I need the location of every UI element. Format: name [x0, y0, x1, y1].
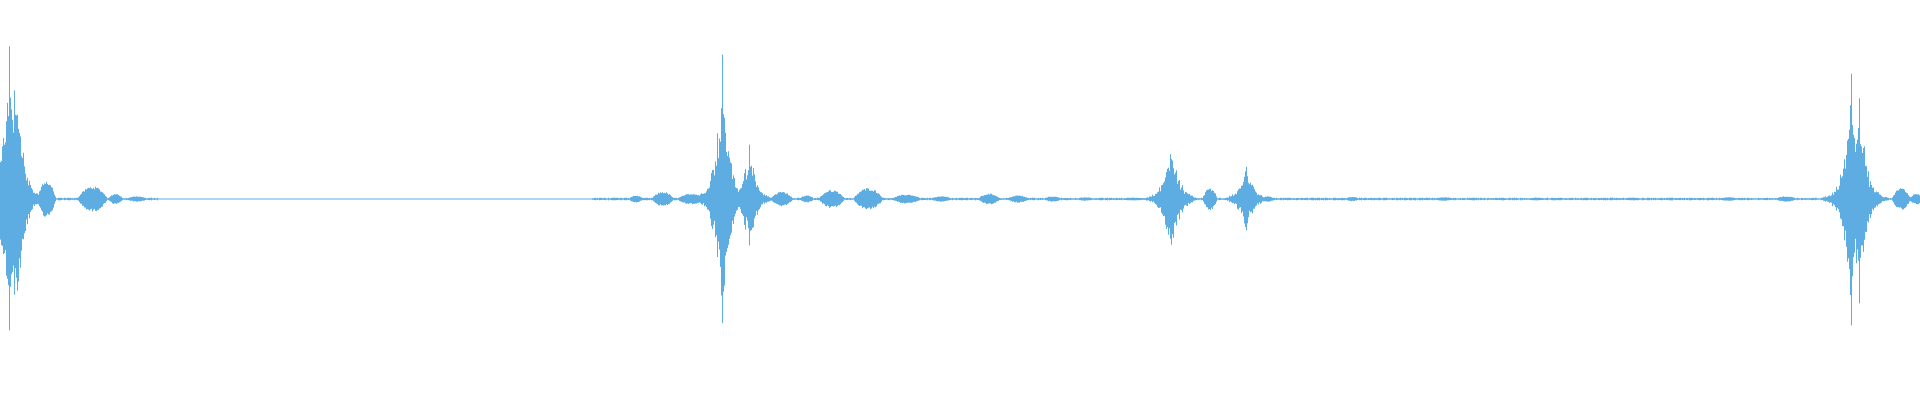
waveform-bars: [0, 46, 1920, 331]
